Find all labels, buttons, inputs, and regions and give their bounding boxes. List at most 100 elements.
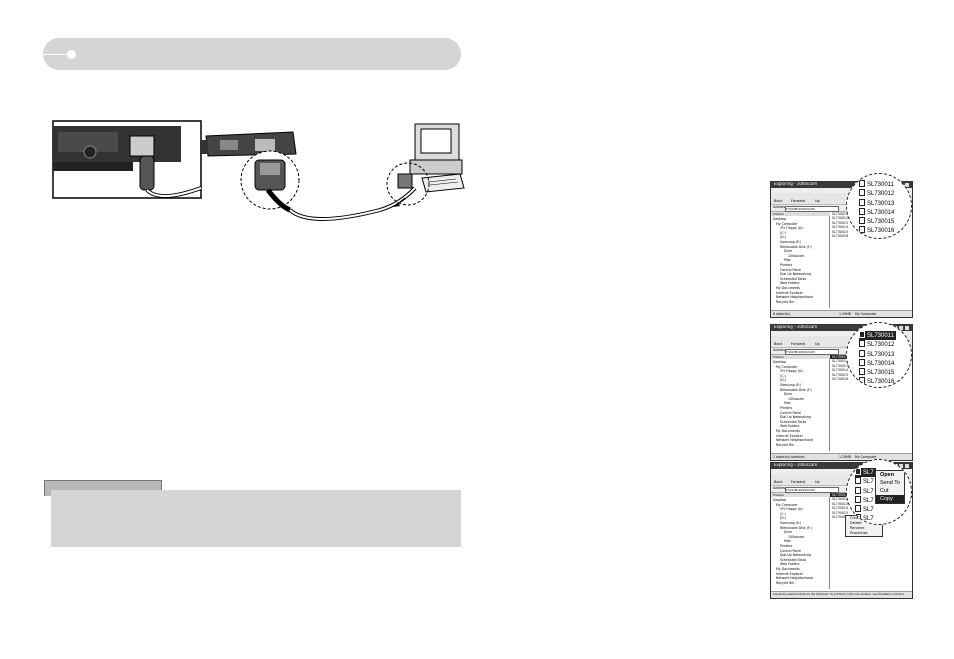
tree-item[interactable]: Misc <box>784 401 792 406</box>
tree-item[interactable]: Recycle Bin <box>776 580 795 585</box>
file-item[interactable]: SL730014 <box>832 225 848 230</box>
file-item[interactable]: SL730013 <box>832 501 848 506</box>
tree-item[interactable]: Samsung (E:) <box>780 520 802 525</box>
tree-item[interactable]: Dial-Up Networking <box>780 553 811 558</box>
tree-item[interactable]: Scheduled Tasks <box>780 276 807 281</box>
tree-item[interactable]: My Documents <box>776 285 800 290</box>
close-button[interactable] <box>905 183 909 187</box>
tree-item[interactable]: Control Panel <box>780 267 802 272</box>
mag-file-item[interactable]: SL730013 <box>859 349 896 359</box>
tree-item[interactable]: (D:) <box>780 378 787 383</box>
file-item[interactable]: SL730015 <box>832 372 848 377</box>
mag-file-item[interactable]: SL730015 <box>859 217 894 226</box>
tree-item[interactable]: 3½ Floppy (A:) <box>780 369 804 374</box>
ctx-item-send-to[interactable]: Send To <box>880 480 901 486</box>
forward-button[interactable]: Forward <box>791 199 806 203</box>
tree-item[interactable]: Web Folders <box>780 281 800 286</box>
tree-item[interactable]: Dial-Up Networking <box>780 415 811 420</box>
mag-file-item[interactable]: SL730011 <box>859 180 894 189</box>
tree-item[interactable]: Dcim <box>784 530 793 535</box>
file-item[interactable]: SL730012 <box>832 216 848 221</box>
tree-item[interactable]: Desktop <box>773 498 787 502</box>
tree-item[interactable]: Dial-Up Networking <box>780 272 811 277</box>
file-item[interactable]: SL730015 <box>832 510 848 515</box>
tree-item[interactable]: Scheduled Tasks <box>780 557 807 562</box>
tree-item[interactable]: (C:) <box>780 230 786 235</box>
file-item[interactable]: SL730015 <box>832 229 848 234</box>
tree-item[interactable]: 100sscam <box>788 253 805 258</box>
address-input[interactable]: F:\DCIM\100SSCAM <box>785 487 839 493</box>
mag-file-item[interactable]: SL7 <box>855 514 876 523</box>
mag-file-item[interactable]: SL7 <box>855 486 876 496</box>
file-item[interactable]: SL730014 <box>832 368 848 373</box>
tree-item[interactable]: Web Folders <box>780 424 800 429</box>
tree-item[interactable]: Dcim <box>784 392 793 397</box>
file-item[interactable]: SL730013 <box>832 363 848 368</box>
ctx-item-properties[interactable]: Properties <box>850 531 868 535</box>
file-item[interactable]: SL730013 <box>832 220 848 225</box>
back-button[interactable]: Back <box>774 342 783 346</box>
mag-file-item[interactable]: SL7 <box>855 477 876 486</box>
forward-button[interactable]: Forward <box>791 480 806 484</box>
mag-file-item-selected[interactable]: SL7 <box>855 468 876 478</box>
tree-item[interactable]: Internet Explorer <box>776 290 803 295</box>
tree-item[interactable]: My Computer <box>776 502 798 507</box>
tree-item[interactable]: Scheduled Tasks <box>780 419 807 424</box>
address-input[interactable]: F:\DCIM\100SSCAM <box>785 206 839 212</box>
tree-item[interactable]: Recycle Bin <box>776 299 795 304</box>
tree-item[interactable]: Desktop <box>773 360 787 364</box>
tree-item[interactable]: 100sscam <box>788 534 805 539</box>
tree-item[interactable]: Printers <box>780 262 793 267</box>
up-button[interactable]: Up <box>815 199 820 203</box>
file-item[interactable]: SL730016 <box>832 234 848 239</box>
tree-item[interactable]: Desktop <box>773 217 787 221</box>
tree-item[interactable]: Removable Disk (F:) <box>780 525 812 530</box>
address-input[interactable]: F:\DCIM\100SSCAM <box>785 349 839 355</box>
close-button[interactable] <box>905 326 909 330</box>
tree-item[interactable]: Internet Explorer <box>776 571 803 576</box>
mag-file-item[interactable]: SL7 <box>855 495 876 505</box>
tree-item[interactable]: 100sscam <box>788 396 805 401</box>
tree-item[interactable]: Samsung (E:) <box>780 382 802 387</box>
tree-item[interactable]: Network Neighborhood <box>776 438 813 443</box>
file-item[interactable]: SL730014 <box>832 506 848 511</box>
ctx-item-delete[interactable]: Delete <box>850 521 862 525</box>
mag-file-item[interactable]: SL7 <box>855 505 876 514</box>
file-item[interactable]: SL730016 <box>832 515 848 520</box>
tree-item[interactable]: Internet Explorer <box>776 433 803 438</box>
tree-item[interactable]: (C:) <box>780 373 786 378</box>
tree-item[interactable]: My Documents <box>776 428 800 433</box>
maximize-button[interactable] <box>899 464 903 468</box>
back-button[interactable]: Back <box>774 480 783 484</box>
tree-item[interactable]: My Computer <box>776 364 798 369</box>
ctx-item-copy[interactable]: Copy <box>876 495 905 503</box>
tree-item[interactable]: Control Panel <box>780 410 802 415</box>
tree-item[interactable]: Printers <box>780 405 793 410</box>
tree-item[interactable]: Network Neighborhood <box>776 576 813 581</box>
forward-button[interactable]: Forward <box>791 342 806 346</box>
ctx-item-open[interactable]: Open <box>880 472 895 478</box>
file-item[interactable]: SL730012 <box>832 359 848 364</box>
tree-item[interactable]: (D:) <box>780 235 787 240</box>
tree-item[interactable]: 3½ Floppy (A:) <box>780 507 804 512</box>
mag-file-item[interactable]: SL730016 <box>859 226 894 235</box>
mag-file-item[interactable]: SL730015 <box>859 368 896 377</box>
tree-item[interactable]: Removable Disk (F:) <box>780 387 812 392</box>
back-button[interactable]: Back <box>774 199 783 203</box>
tree-item[interactable]: (C:) <box>780 511 786 516</box>
file-item[interactable]: SL730016 <box>832 377 848 382</box>
maximize-button[interactable] <box>899 326 903 330</box>
mag-file-item[interactable]: SL730014 <box>859 358 896 368</box>
mag-file-item[interactable]: SL730012 <box>859 340 896 349</box>
mag-file-item[interactable]: SL730014 <box>859 207 894 217</box>
ctx-item-cut[interactable]: Cut <box>880 488 889 494</box>
file-item[interactable]: SL730011 <box>832 212 848 216</box>
tree-item[interactable]: My Documents <box>776 566 800 571</box>
tree-item[interactable]: Web Folders <box>780 562 800 567</box>
tree-item[interactable]: Printers <box>780 543 793 548</box>
tree-item[interactable]: Misc <box>784 258 792 263</box>
tree-item[interactable]: 3½ Floppy (A:) <box>780 226 804 231</box>
mag-file-item[interactable]: SL730013 <box>859 198 894 208</box>
mag-file-item-selected[interactable]: SL730011 <box>859 331 896 341</box>
tree-item[interactable]: Recycle Bin <box>776 442 795 447</box>
